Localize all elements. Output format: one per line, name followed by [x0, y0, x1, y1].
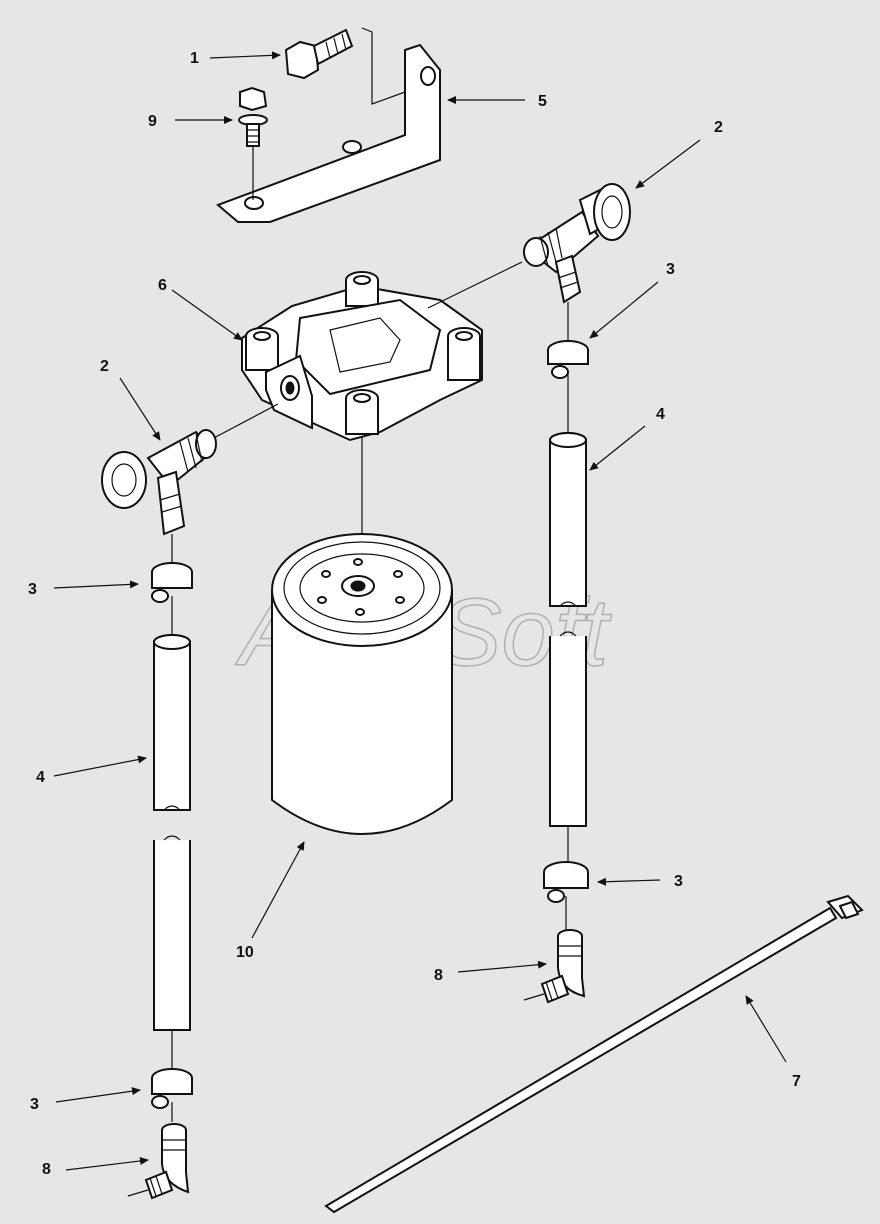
part-filter-cartridge	[271, 533, 453, 835]
part-valve-left	[101, 429, 217, 536]
part-clamp-right-upper	[547, 340, 589, 379]
callout-6: 6	[158, 277, 167, 294]
part-elbow-right	[540, 929, 586, 1004]
part-clamp-left-upper	[151, 562, 193, 603]
callout-3-left-lower: 3	[30, 1096, 39, 1113]
part-bolt	[284, 28, 354, 80]
callout-4-left: 4	[36, 769, 45, 786]
callout-7: 7	[792, 1073, 801, 1090]
part-bracket	[216, 43, 441, 223]
callout-8-left: 8	[42, 1161, 51, 1178]
part-elbow-left	[144, 1123, 190, 1200]
callout-4-right: 4	[656, 406, 665, 423]
callout-2-right: 2	[714, 119, 723, 136]
callout-1: 1	[190, 50, 199, 67]
part-filter-head	[241, 271, 483, 442]
part-hose-left	[153, 634, 191, 1031]
callout-3-right-lower: 3	[674, 873, 683, 890]
part-cable-tie	[324, 894, 864, 1214]
callout-arrows	[53, 51, 787, 1171]
part-washer-bolt	[238, 86, 268, 147]
part-valve-right	[523, 183, 631, 304]
callout-5: 5	[538, 93, 547, 110]
callout-2-left: 2	[100, 358, 109, 375]
callout-3-right-upper: 3	[666, 261, 675, 278]
callout-3-left-upper: 3	[28, 581, 37, 598]
part-clamp-left-lower	[151, 1068, 193, 1109]
callout-8-right: 8	[434, 967, 443, 984]
part-clamp-right-lower	[543, 861, 589, 903]
callout-10: 10	[236, 944, 254, 961]
callout-9: 9	[148, 113, 157, 130]
part-hose-right	[549, 432, 587, 827]
